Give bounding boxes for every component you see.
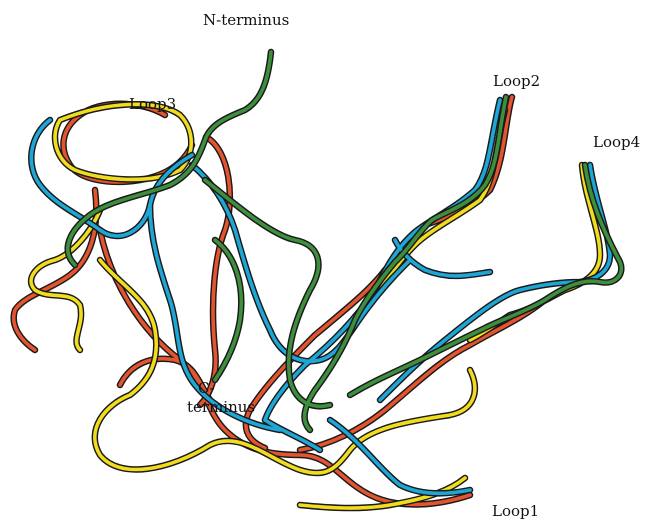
- loop2-label: Loop2: [493, 72, 540, 90]
- blue-trace: [31, 100, 610, 493]
- loop3-label: Loop3: [129, 95, 176, 113]
- c-terminus-label-line2: terminus: [187, 398, 255, 416]
- n-terminus-label: N-terminus: [203, 11, 289, 29]
- c-terminus-label-line1: C-: [198, 379, 215, 397]
- loop1-label: Loop1: [492, 502, 539, 520]
- loop4-label: Loop4: [593, 133, 640, 151]
